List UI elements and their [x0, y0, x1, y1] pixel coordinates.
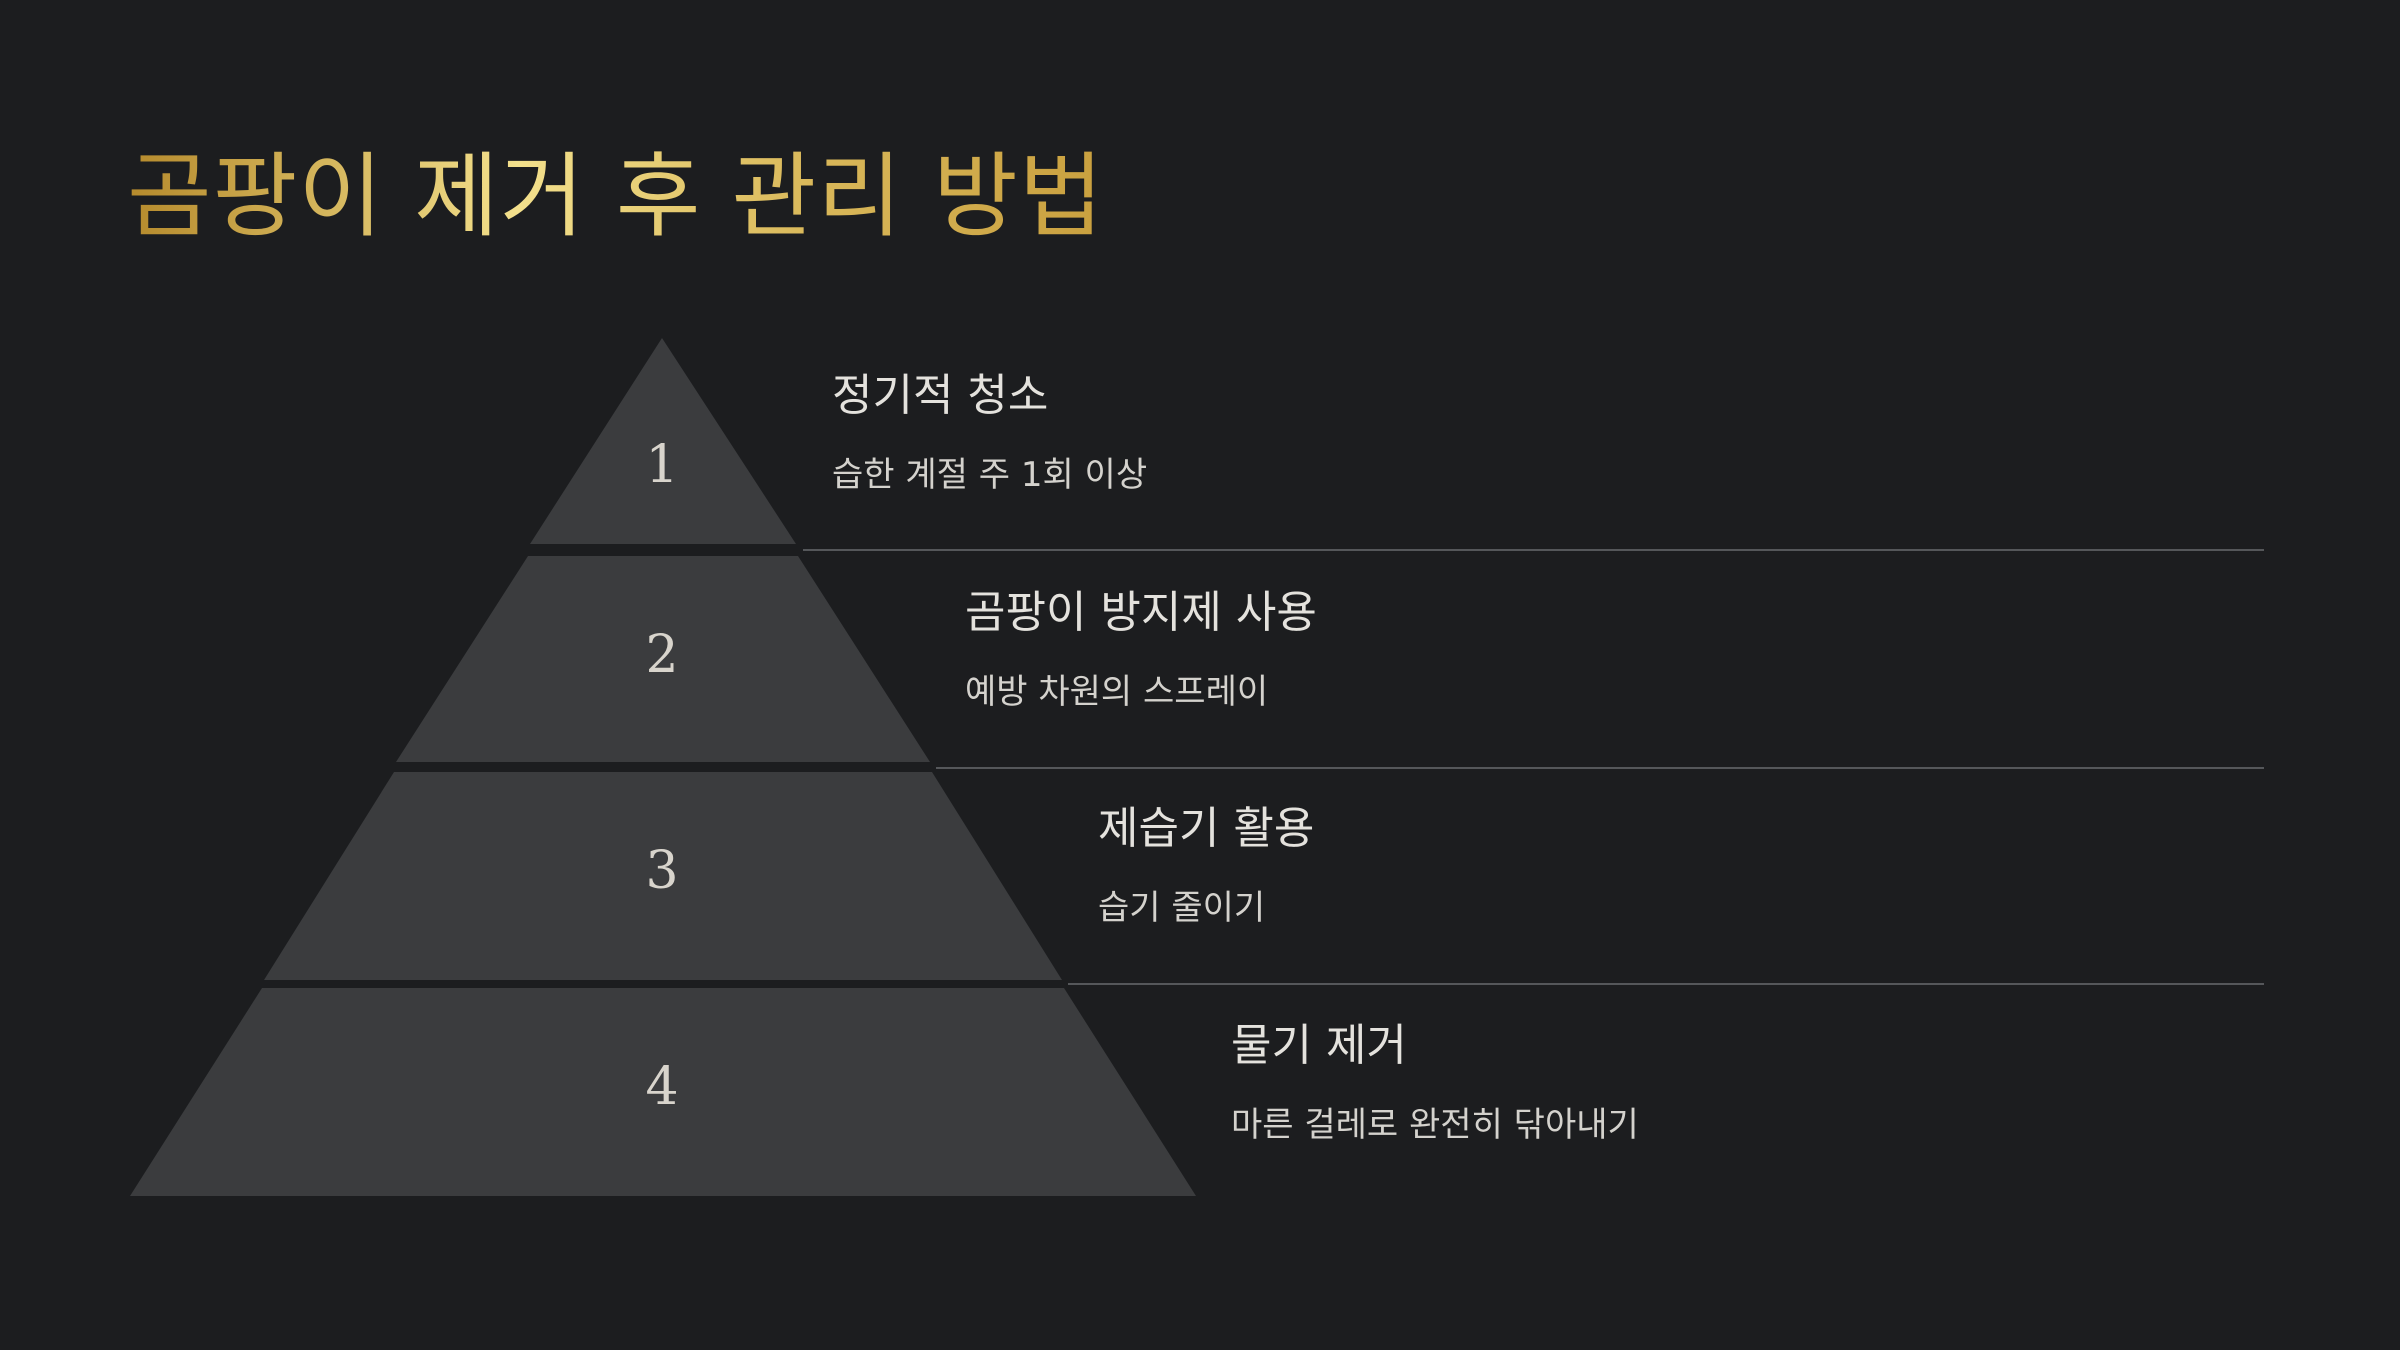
step-2-description: 예방 차원의 스프레이	[965, 672, 1269, 712]
step-3-description: 습기 줄이기	[1098, 888, 1266, 928]
page-title: 곰팡이 제거 후 관리 방법	[127, 142, 1104, 252]
pyramid-tier-4	[130, 988, 1196, 1196]
step-4-description: 마른 걸레로 완전히 닦아내기	[1231, 1105, 1639, 1145]
tier-number-2: 2	[645, 625, 678, 685]
step-1-description: 습한 계절 주 1회 이상	[832, 455, 1148, 495]
step-4-title: 물기 제거	[1231, 1020, 1407, 1071]
step-1-title: 정기적 청소	[832, 370, 1049, 421]
pyramid-tier-3	[264, 772, 1062, 980]
tier-number-1: 1	[645, 435, 678, 495]
tier-number-4: 4	[645, 1057, 678, 1117]
step-3-title: 제습기 활용	[1098, 803, 1315, 854]
step-2-title: 곰팡이 방지제 사용	[965, 587, 1317, 638]
tier-number-3: 3	[645, 841, 678, 901]
pyramid-tier-1	[530, 338, 796, 544]
pyramid-tier-2	[396, 556, 930, 762]
